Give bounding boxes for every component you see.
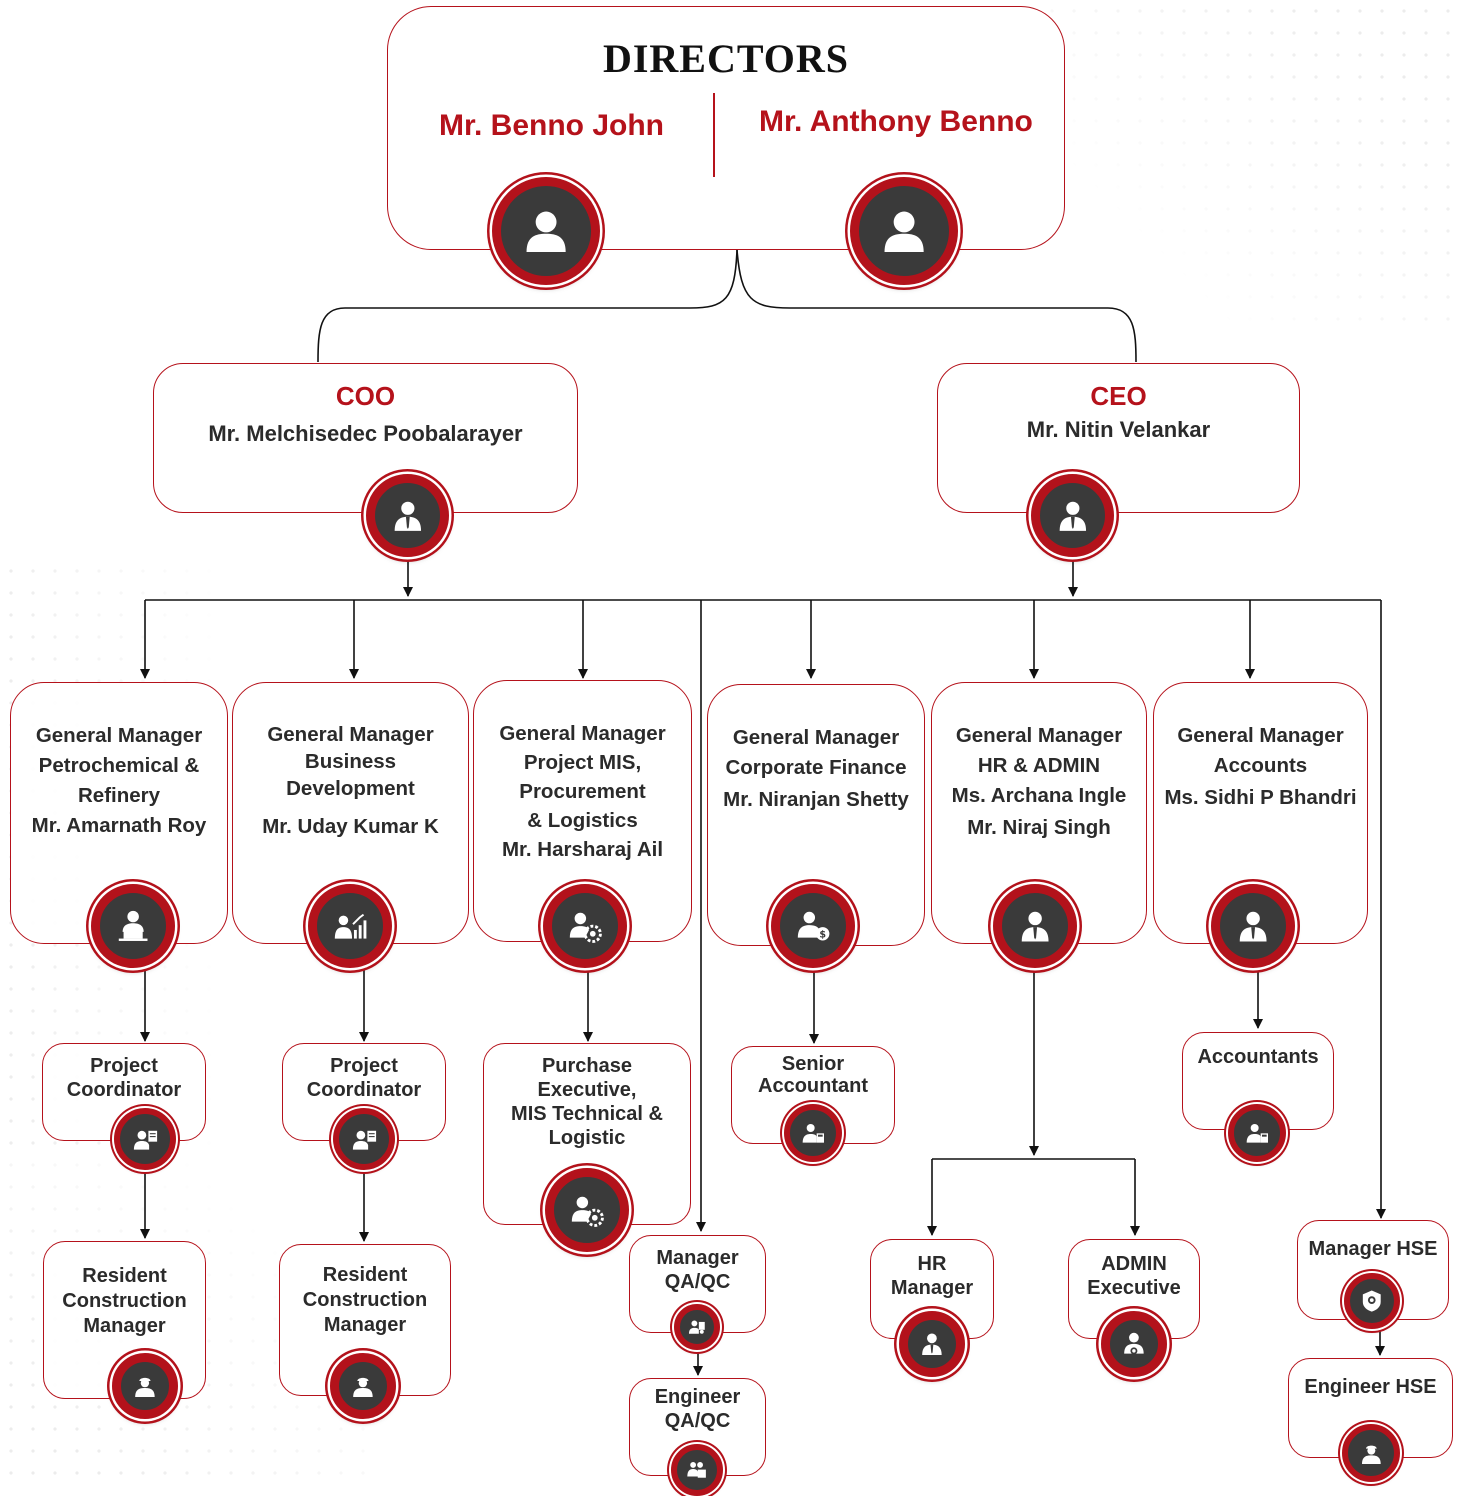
resident-manager-1-line-1: Resident: [82, 1265, 167, 1287]
project-coordinator-1-line-1: Project: [90, 1055, 158, 1077]
gm-procurement-line-3: Procurement: [519, 780, 646, 803]
ceo-name: Mr. Nitin Velankar: [1026, 417, 1211, 442]
admin-gear-person-icon: [1101, 1311, 1167, 1377]
coordinator-clipboard-icon: [333, 1108, 395, 1170]
manager-qaqc-line-1: Manager: [656, 1247, 739, 1269]
gm-petrochemical-line-2: Petrochemical &: [38, 754, 200, 777]
purchase-executive-line-1: Purchase: [541, 1055, 633, 1077]
engineer-team-icon: [671, 1444, 723, 1496]
directors-separator: [713, 93, 715, 177]
gm-petrochemical-line-3: Refinery: [77, 784, 161, 807]
inspector-certificate-icon: [674, 1304, 720, 1350]
safety-engineer-icon: [1342, 1424, 1400, 1482]
project-coordinator-box-1: Project Coordinator: [42, 1043, 206, 1141]
gm-business-line-1: General Manager: [267, 723, 434, 746]
engineer-qaqc-line-1: Engineer: [654, 1386, 741, 1408]
accountants-label: Accountants: [1197, 1046, 1319, 1068]
senior-accountant-line-2: Accountant: [758, 1075, 868, 1097]
gm-hr-admin-name-2: Mr. Niraj Singh: [967, 816, 1111, 839]
finance-person-icon: $: [771, 884, 855, 968]
person-tie-icon: [993, 884, 1077, 968]
accountant-calculator-icon: [784, 1104, 842, 1162]
manager-qaqc-line-2: QA/QC: [664, 1271, 731, 1293]
ceo-businessman-icon: [1031, 474, 1114, 557]
accountant-calculator-icon: [1228, 1104, 1286, 1162]
senior-accountant-line-1: Senior: [781, 1053, 845, 1075]
director-name-left: Mr. Benno John: [439, 109, 664, 142]
gm-petrochemical-name: Mr. Amarnath Roy: [31, 814, 207, 837]
growth-chart-icon: [308, 884, 392, 968]
coordinator-clipboard-icon: [114, 1108, 176, 1170]
gm-procurement-line-1: General Manager: [499, 722, 666, 745]
gm-business-line-3: Development: [286, 777, 415, 800]
ceo-box: CEO Mr. Nitin Velankar: [937, 363, 1300, 513]
directors-box: DIRECTORS Mr. Benno John Mr. Anthony Ben…: [387, 6, 1065, 250]
project-coordinator-2-line-1: Project: [330, 1055, 398, 1077]
connector-directors-coo: [317, 249, 738, 363]
gm-finance-name: Mr. Niranjan Shetty: [723, 788, 909, 811]
director-left-person-icon: [492, 177, 600, 285]
gm-procurement-line-2: Project MIS,: [523, 751, 642, 774]
director-right-person-icon: [850, 177, 958, 285]
gm-procurement-name: Mr. Harsharaj Ail: [501, 838, 664, 861]
gm-business-line-2: Business: [304, 750, 397, 773]
gm-business-name: Mr. Uday Kumar K: [262, 815, 439, 838]
project-coordinator-1-line-2: Coordinator: [66, 1079, 182, 1101]
gm-accounts-line-2: Accounts: [1213, 754, 1308, 777]
connector-directors-ceo: [736, 249, 1137, 363]
coo-role: COO: [335, 381, 396, 411]
hr-manager-line-1: HR: [917, 1253, 947, 1275]
project-coordinator-2-line-2: Coordinator: [306, 1079, 422, 1101]
hr-manager-line-2: Manager: [890, 1277, 974, 1299]
purchase-executive-line-3: MIS Technical &: [511, 1103, 663, 1125]
resident-manager-2-line-2: Construction: [302, 1289, 428, 1311]
construction-worker-icon: [112, 1353, 178, 1419]
accounts-person-tie-icon: [1211, 884, 1295, 968]
gm-hr-admin-line-2: HR & ADMIN: [977, 754, 1101, 777]
admin-executive-box: ADMIN Executive: [1068, 1239, 1200, 1339]
directors-title: DIRECTORS: [602, 36, 850, 81]
gm-accounts-line-1: General Manager: [1177, 724, 1344, 747]
construction-worker-icon: [330, 1353, 396, 1419]
admin-executive-line-1: ADMIN: [1101, 1253, 1167, 1275]
gm-petrochemical-line-1: General Manager: [35, 724, 203, 747]
resident-manager-2-line-3: Manager: [323, 1314, 407, 1336]
engineer-qaqc-line-2: QA/QC: [664, 1410, 731, 1432]
gm-accounts-name: Ms. Sidhi P Bhandri: [1164, 786, 1357, 809]
hse-badge-icon: [1344, 1273, 1400, 1329]
coo-box: COO Mr. Melchisedec Poobalarayer: [153, 363, 578, 513]
director-name-right: Mr. Anthony Benno: [759, 105, 1033, 138]
gm-procurement-line-4: & Logistics: [527, 809, 638, 832]
resident-manager-1-line-3: Manager: [83, 1315, 166, 1337]
resident-manager-2-line-1: Resident: [322, 1264, 408, 1286]
coo-name: Mr. Melchisedec Poobalarayer: [208, 421, 523, 446]
procurement-gear-icon: [543, 884, 627, 968]
gm-finance-line-1: General Manager: [732, 726, 900, 749]
engineer-hse-label: Engineer HSE: [1304, 1376, 1437, 1398]
resident-manager-box-1: Resident Construction Manager: [43, 1241, 206, 1399]
manager-hse-label: Manager HSE: [1308, 1238, 1438, 1260]
coo-businessman-icon: [366, 474, 449, 557]
laptop-worker-icon: [91, 884, 175, 968]
gm-finance-line-2: Corporate Finance: [725, 756, 907, 779]
gm-hr-admin-name-1: Ms. Archana Ingle: [951, 784, 1127, 807]
gm-hr-admin-line-1: General Manager: [955, 724, 1123, 747]
procurement-gear-icon: [545, 1168, 629, 1252]
svg-text:$: $: [819, 929, 826, 940]
resident-manager-1-line-2: Construction: [62, 1290, 187, 1312]
purchase-executive-line-4: Logistic: [548, 1127, 626, 1149]
admin-executive-line-2: Executive: [1087, 1277, 1181, 1299]
purchase-executive-line-2: Executive,: [537, 1079, 637, 1101]
ceo-role: CEO: [1090, 381, 1147, 411]
hr-person-icon: [899, 1311, 965, 1377]
